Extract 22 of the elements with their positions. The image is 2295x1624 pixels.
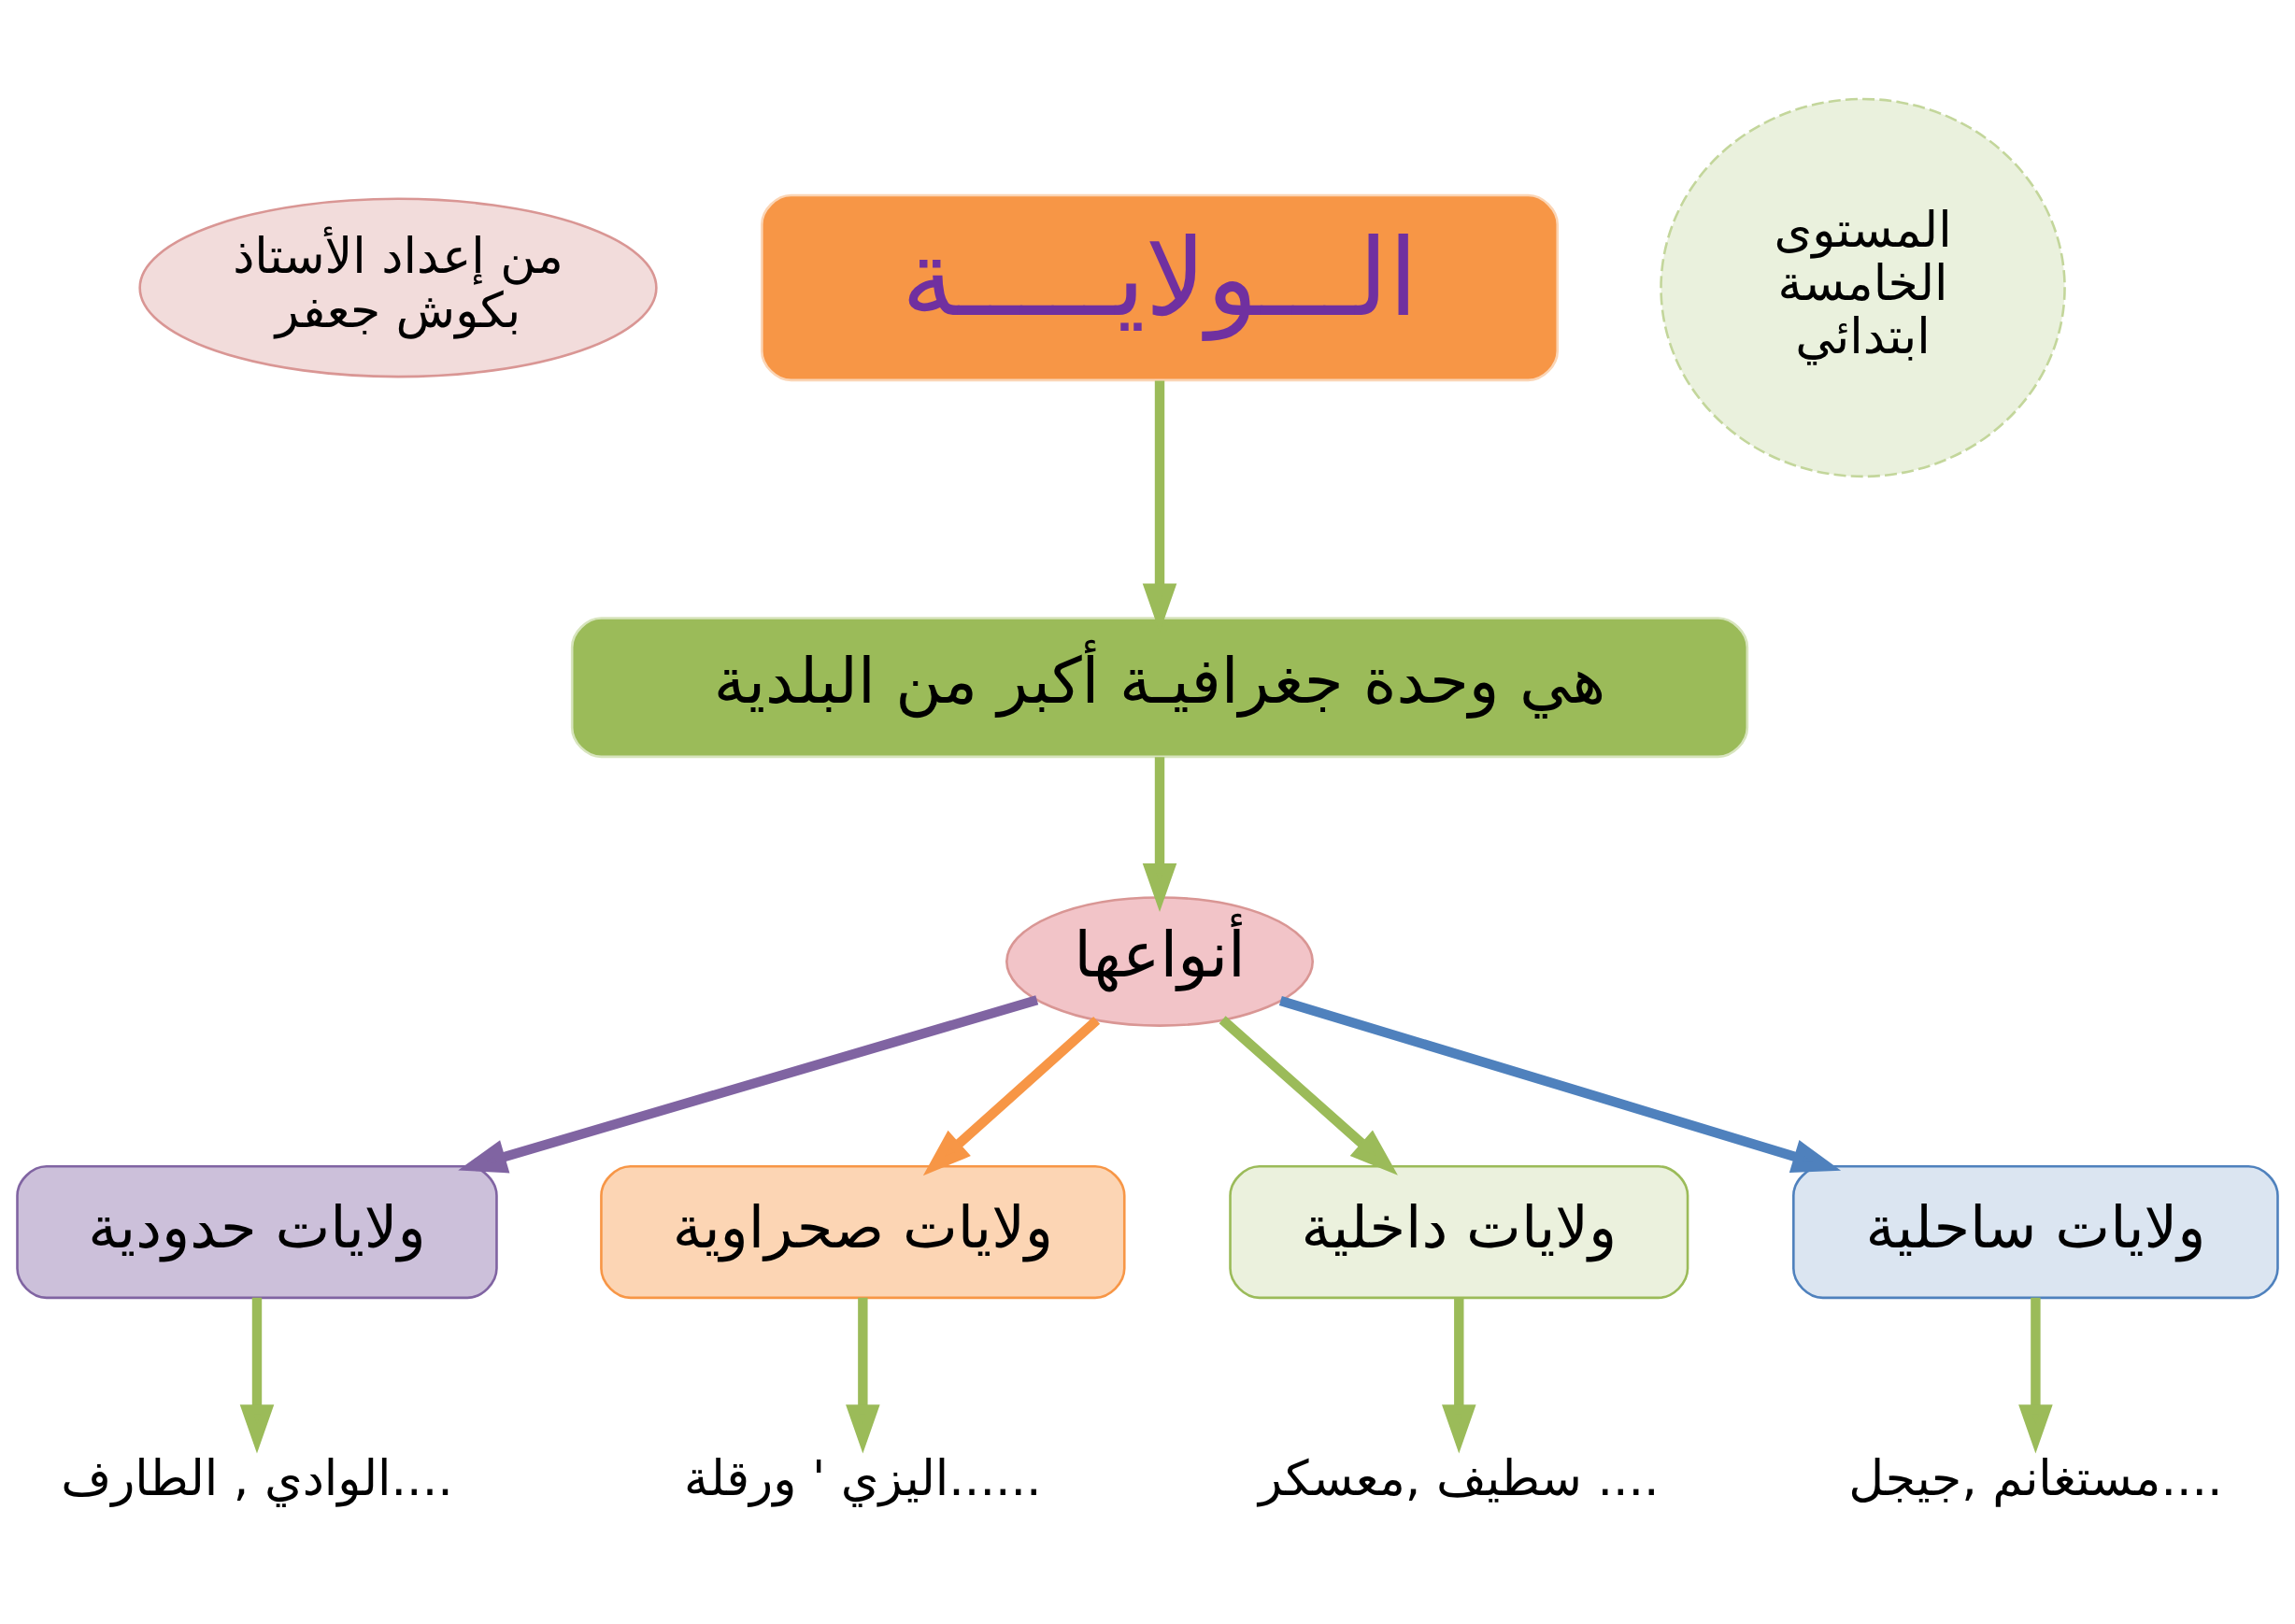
node-box: هي وحدة جغرافيـة أكبر من البلدية xyxy=(570,616,1749,758)
node-text: سطيف ,معسكر .... xyxy=(1258,1449,1660,1506)
node-text: الوادي , الطارف.... xyxy=(61,1449,453,1506)
arrow xyxy=(1142,756,1177,912)
node-text: اليزي ' ورقلة...... xyxy=(684,1449,1042,1506)
node-box: ولايات صحراوية xyxy=(600,1164,1126,1299)
node-ellipse: أنواعها xyxy=(1005,895,1314,1027)
node-box: ولايات ساحلية xyxy=(1792,1164,2279,1299)
arrow xyxy=(2018,1297,2053,1453)
arrow xyxy=(1278,995,1842,1173)
arrow xyxy=(1442,1297,1476,1453)
node-box: الـــولايـــــة xyxy=(761,193,1560,381)
arrow xyxy=(1219,1015,1398,1175)
arrow xyxy=(846,1297,880,1453)
node-box: ولايات حدودية xyxy=(16,1164,498,1299)
arrow xyxy=(922,1016,1101,1175)
node-ellipse: من إعداد الأستاذ بكوش جعفر xyxy=(138,197,658,378)
arrow xyxy=(239,1297,275,1453)
node-circle: المستوى الخامسة ابتدائي xyxy=(1660,97,2066,477)
node-text: مستغانم ,جيجل.... xyxy=(1848,1449,2223,1506)
node-box: ولايات داخلية xyxy=(1229,1164,1689,1299)
arrow xyxy=(458,994,1039,1173)
